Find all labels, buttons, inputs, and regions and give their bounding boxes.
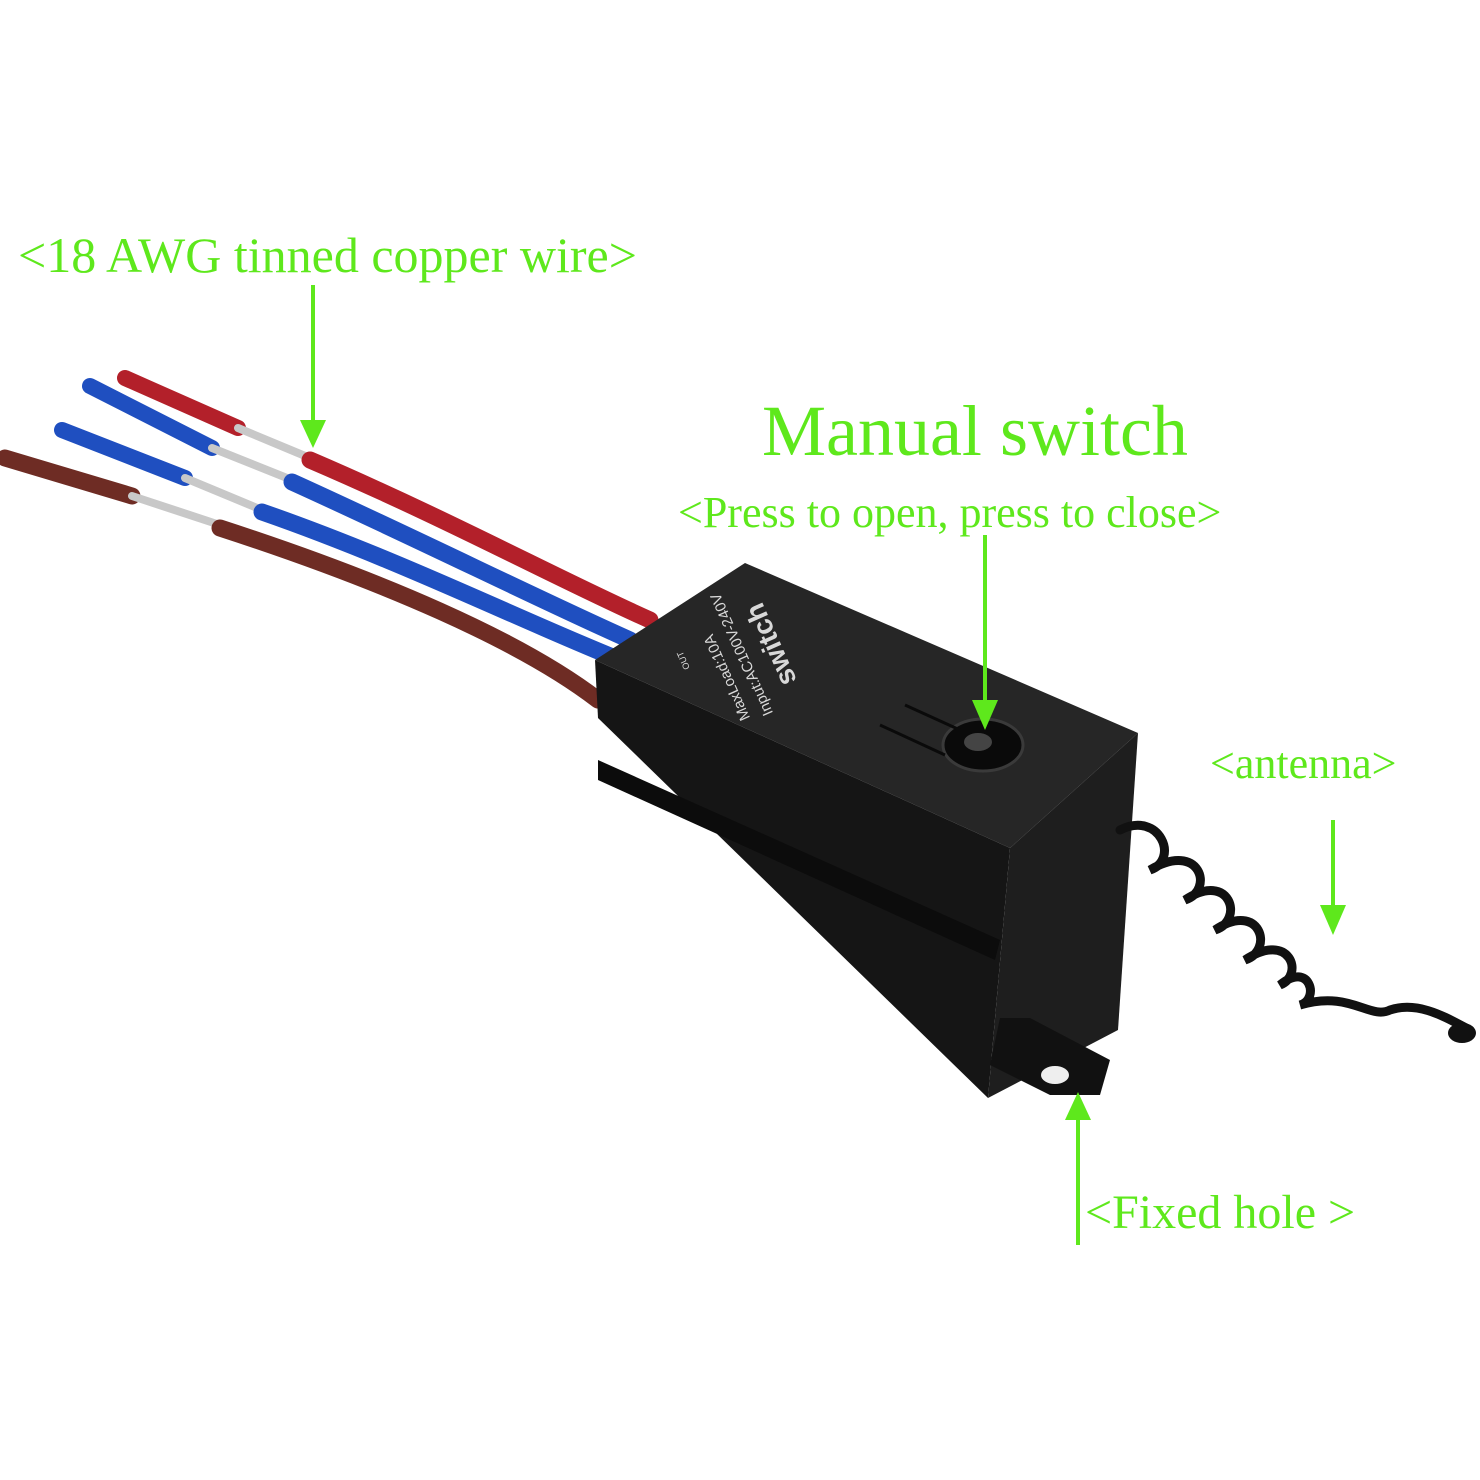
wire-label: <18 AWG tinned copper wire> <box>18 227 637 283</box>
mounting-tab <box>990 1018 1110 1095</box>
manual-switch-description: <Press to open, press to close> <box>678 488 1221 537</box>
relay-housing: switch Input:AC100V-240V MaxLoad:10A OUT <box>595 563 1138 1098</box>
antenna-label: <antenna> <box>1210 739 1396 788</box>
fixed-hole-label: <Fixed hole > <box>1085 1186 1355 1239</box>
manual-switch-title: Manual switch <box>762 391 1188 471</box>
antenna <box>1115 820 1476 1043</box>
fixed-hole <box>1041 1066 1069 1084</box>
wire-blue-1 <box>82 378 220 456</box>
wire-blue-2 <box>54 422 193 486</box>
wires <box>0 370 659 709</box>
wire-red <box>117 370 246 436</box>
wire-brown <box>0 449 141 505</box>
